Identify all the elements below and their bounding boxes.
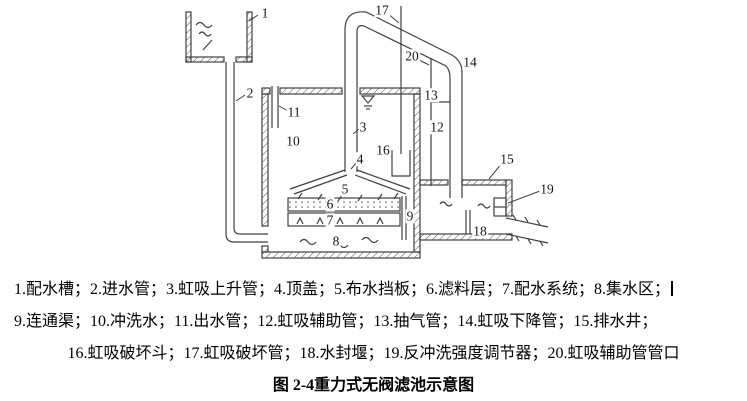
legend-line-2-text: 9.连通渠；10.冲洗水；11.出水管；12.虹吸辅助管；13.抽气管；14.虹… <box>14 313 658 330</box>
part-label-9: 9 <box>405 208 415 224</box>
part-label-3: 3 <box>358 119 368 135</box>
part-label-18: 18 <box>472 223 488 239</box>
water-distribution-system <box>287 212 401 227</box>
figure-caption: 图 2-4重力式无阀滤池示意图 <box>272 377 475 394</box>
part-label-4: 4 <box>355 151 365 167</box>
part-label-5: 5 <box>340 181 350 197</box>
top-cover-cone <box>289 169 411 195</box>
part-label-1: 1 <box>260 5 270 21</box>
part-label-20: 20 <box>404 48 420 64</box>
siphon-pipe <box>344 11 463 198</box>
inlet-pipe <box>225 62 268 243</box>
part-label-19: 19 <box>539 181 555 197</box>
part-label-12: 12 <box>429 119 445 135</box>
feed-tank <box>185 11 253 63</box>
siphon-breaking-bucket <box>391 150 411 177</box>
part-label-15: 15 <box>499 151 515 167</box>
part-label-10: 10 <box>285 133 301 149</box>
leader-lines <box>235 12 541 204</box>
diagram-drawing <box>185 6 549 259</box>
water-level-mark <box>360 95 376 110</box>
text-caret <box>671 281 673 296</box>
part-label-6: 6 <box>325 196 335 212</box>
legend-line-1: 1.配水槽；2.进水管；3.虹吸上升管；4.顶盖；5.布水挡板；6.滤料层；7.… <box>0 274 747 306</box>
part-label-7: 7 <box>325 212 335 228</box>
figure-legend: 1.配水槽；2.进水管；3.虹吸上升管；4.顶盖；5.布水挡板；6.滤料层；7.… <box>0 274 747 401</box>
legend-line-3: 16.虹吸破坏斗；17.虹吸破坏管；18.水封堰；19.反冲洗强度调节器；20.… <box>0 338 747 370</box>
part-label-13: 13 <box>423 87 439 103</box>
filter-media-layer <box>287 197 401 212</box>
drain-outlet-pipe <box>505 214 549 247</box>
legend-line-3-text: 16.虹吸破坏斗；17.虹吸破坏管；18.水封堰；19.反冲洗强度调节器；20.… <box>67 345 680 362</box>
backwash-regulator <box>493 197 507 217</box>
legend-line-1-text: 1.配水槽；2.进水管；3.虹吸上升管；4.顶盖；5.布水挡板；6.滤料层；7.… <box>14 281 671 298</box>
filter-tank-shell <box>261 87 421 259</box>
part-label-2: 2 <box>245 85 255 101</box>
legend-line-2: 9.连通渠；10.冲洗水；11.出水管；12.虹吸辅助管；13.抽气管；14.虹… <box>0 306 747 338</box>
part-label-8: 8 <box>331 233 341 249</box>
part-label-16: 16 <box>375 142 391 158</box>
drain-well <box>419 179 513 241</box>
outlet-pipe <box>271 86 279 128</box>
part-label-11: 11 <box>286 104 302 120</box>
part-label-17: 17 <box>374 2 390 18</box>
part-label-14: 14 <box>462 54 478 70</box>
water-seal-weir <box>465 210 471 234</box>
